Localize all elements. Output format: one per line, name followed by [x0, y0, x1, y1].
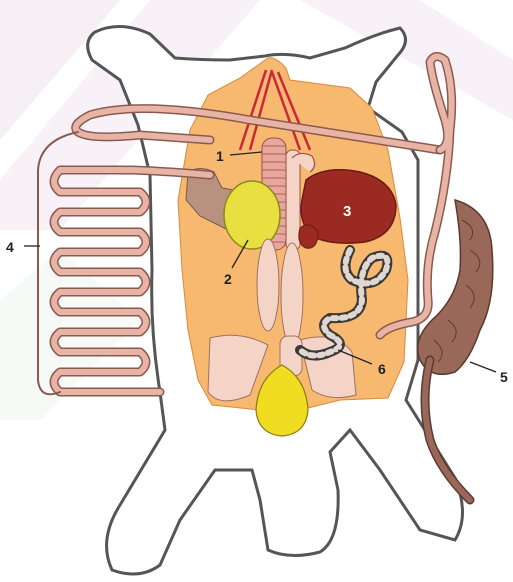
- label-4: 4: [6, 239, 14, 255]
- label-6: 6: [378, 361, 386, 377]
- heart-small-lobe: [299, 225, 318, 248]
- label-1: 1: [216, 148, 224, 164]
- yellow-gland: [224, 181, 280, 249]
- label-2: 2: [224, 271, 232, 287]
- label-5: 5: [500, 369, 508, 385]
- label-3: 3: [343, 203, 351, 220]
